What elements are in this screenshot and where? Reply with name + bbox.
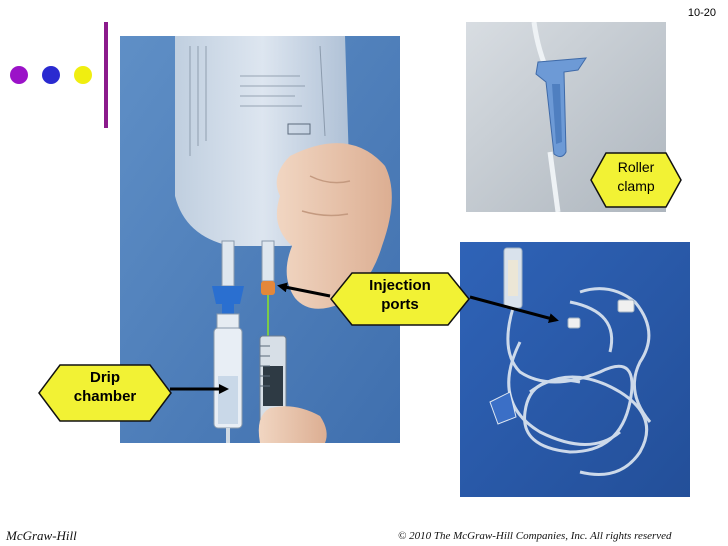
- roller-clamp-callout: [590, 152, 682, 208]
- accent-bar: [104, 22, 108, 128]
- roller-clamp-label: Roller clamp: [617, 159, 655, 194]
- drip-chamber-callout: [38, 364, 172, 422]
- iv-bag-photo: [120, 36, 400, 443]
- injection-ports-label: Injection ports: [369, 277, 431, 313]
- iv-tubing-photo: [460, 242, 690, 497]
- injection-ports-callout: [330, 272, 470, 326]
- yellow-dot: [74, 66, 92, 84]
- copyright-footer: © 2010 The McGraw-Hill Companies, Inc. A…: [398, 530, 672, 542]
- drip-chamber-label: Drip chamber: [73, 369, 137, 405]
- slide-number: 10-20: [687, 7, 716, 19]
- purple-dot: [10, 66, 28, 84]
- publisher-footer: McGraw-Hill: [6, 528, 77, 543]
- arrow-to-injection-port-left: [277, 282, 331, 298]
- arrow-to-injection-port-right: [469, 295, 559, 324]
- blue-dot: [42, 66, 60, 84]
